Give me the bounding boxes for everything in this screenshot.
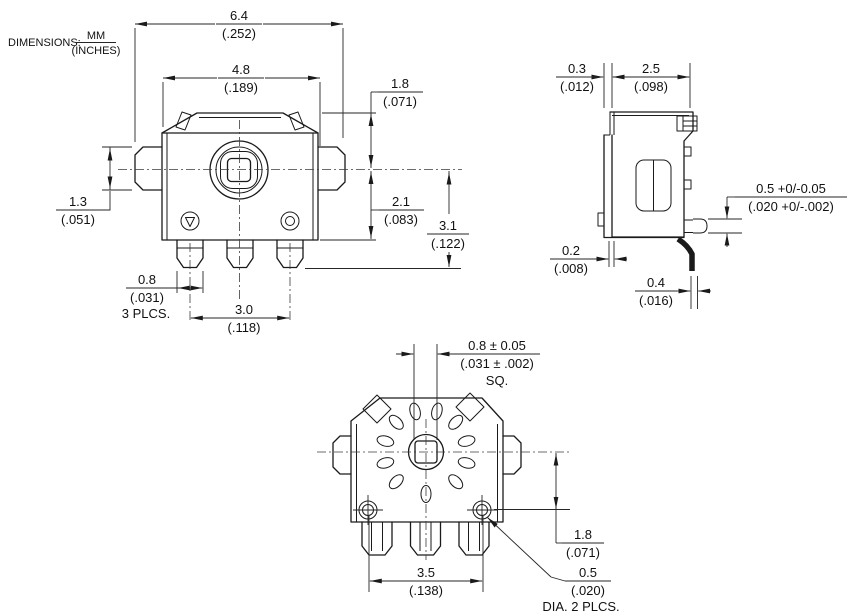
front-body-outline (161, 132, 319, 241)
front-boss-outer-circle (209, 140, 269, 200)
bottom-ear-right (502, 435, 522, 475)
front-latch-tab-left (175, 111, 192, 131)
dim-front-outer-width-mm: 6.4 (230, 8, 248, 23)
units-note-label: DIMENSIONS: (8, 37, 81, 49)
dim-front-leg-pitch-mm: 3.0 (235, 302, 253, 317)
dim-front-leg-pitch-in: (.118) (228, 320, 261, 335)
dim-bottom-offset-in: (.071) (566, 545, 600, 560)
dim-bottom-pitch-mm: 3.5 (417, 565, 435, 580)
front-rivet-marker (280, 211, 300, 231)
front-ear-left (134, 146, 163, 191)
side-ear-edge (597, 212, 604, 227)
bottom-rivet-left (353, 495, 383, 525)
dim-front-top-height-mm: 1.8 (391, 76, 409, 91)
bottom-view-dimensions: 0.8 ± 0.05 (.031 ± .002) SQ. 1.8 (.071) … (368, 338, 620, 614)
dim-front-top-height-in: (.071) (383, 94, 417, 109)
dim-bottom-shaft-mm: 0.8 ± 0.05 (468, 338, 526, 353)
front-ear-right (317, 146, 346, 191)
units-note-inches: (INCHES) (72, 45, 121, 57)
side-view-dimensions: 0.3 (.012) 2.5 (.098) 0.5 +0/-0.05 (.020… (550, 61, 847, 309)
units-note-mm: MM (87, 30, 105, 42)
front-index-marker (180, 211, 200, 231)
dim-front-leg-width-mm: 0.8 (138, 272, 156, 287)
bottom-leg-3 (458, 521, 490, 556)
dim-front-body-width-mm: 4.8 (232, 62, 250, 77)
dim-front-ear-height-in: (.051) (61, 212, 95, 227)
dim-front-ear-height-mm: 1.3 (69, 194, 87, 209)
dim-bottom-offset-mm: 1.8 (574, 527, 592, 542)
front-square-shaft-hole (226, 157, 252, 183)
side-clip-tab (676, 115, 698, 132)
dim-bottom-rivet-dia-in: (.020) (571, 583, 605, 598)
bottom-leg-2 (409, 521, 442, 556)
dim-side-body-mm: 2.5 (642, 61, 660, 76)
dim-bottom-shaft-in: (.031 ± .002) (460, 356, 534, 371)
side-front-plate (603, 134, 685, 239)
front-top-flange (161, 112, 319, 134)
side-bent-lead (676, 236, 695, 271)
dim-front-total-height-in: (.122) (431, 236, 465, 251)
dim-bottom-shaft-note: SQ. (486, 373, 508, 388)
dim-side-plate-in: (.012) (560, 79, 594, 94)
dim-side-lead-mm: 0.4 (647, 275, 665, 290)
dim-front-leg-places-note: 3 PLCS. (122, 306, 170, 321)
bottom-view (317, 392, 571, 560)
bottom-leg-1 (361, 521, 393, 556)
dim-side-lead-in: (.016) (639, 293, 673, 308)
dim-side-pin-in: (.020 +0/-.002) (748, 199, 834, 214)
dim-bottom-rivet-dia-mm: 0.5 (579, 565, 597, 580)
bottom-contact-pattern (376, 402, 476, 503)
dim-front-mid-height-mm: 2.1 (392, 194, 410, 209)
dim-front-leg-width-in: (.031) (130, 290, 164, 305)
dim-side-body-in: (.098) (634, 79, 668, 94)
dim-front-body-width-in: (.189) (224, 80, 258, 95)
front-latch-tab-right (288, 111, 305, 131)
dim-front-outer-width-in: (.252) (222, 26, 256, 41)
dim-side-gap-mm: 0.2 (562, 243, 580, 258)
bottom-ear-left (332, 435, 352, 475)
dim-front-total-height-mm: 3.1 (439, 218, 457, 233)
dim-bottom-pitch-in: (.138) (409, 583, 443, 598)
dim-side-plate-mm: 0.3 (568, 61, 586, 76)
dim-bottom-rivet-note: DIA. 2 PLCS. (542, 599, 619, 614)
bottom-rivet-right (467, 495, 497, 525)
units-note: DIMENSIONS: MM (INCHES) (8, 30, 120, 57)
side-view (597, 111, 708, 271)
dim-front-mid-height-in: (.083) (384, 212, 418, 227)
front-view-dimensions: 6.4 (.252) 4.8 (.189) 1.8 (.071) 2.1 (.0… (56, 8, 469, 335)
front-view (118, 111, 462, 322)
bottom-clip-tab-right (455, 392, 485, 422)
front-leg-2 (226, 239, 254, 269)
dim-side-gap-in: (.008) (554, 261, 588, 276)
dim-side-pin-mm: 0.5 +0/-0.05 (756, 181, 826, 196)
side-terminal-bump (684, 218, 708, 234)
bottom-clip-tab-left (362, 394, 392, 424)
